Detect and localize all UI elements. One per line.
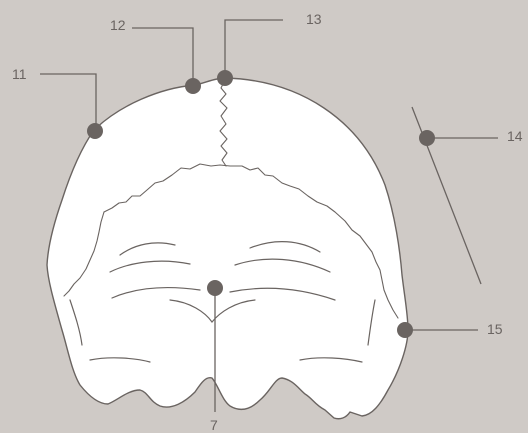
label-11: 11 — [12, 66, 27, 82]
landmark-point-12 — [185, 78, 201, 94]
label-13: 13 — [306, 11, 322, 27]
landmark-point-7 — [207, 280, 223, 296]
label-7: 7 — [210, 417, 218, 433]
leader-11 — [40, 74, 96, 131]
landmark-point-13 — [217, 70, 233, 86]
label-15: 15 — [487, 321, 503, 337]
landmark-point-11 — [87, 123, 103, 139]
label-14: 14 — [507, 128, 523, 144]
label-12: 12 — [110, 17, 126, 33]
landmark-point-15 — [397, 322, 413, 338]
landmark-point-14 — [419, 130, 435, 146]
leader-12 — [132, 28, 193, 86]
leader-13 — [225, 20, 283, 78]
